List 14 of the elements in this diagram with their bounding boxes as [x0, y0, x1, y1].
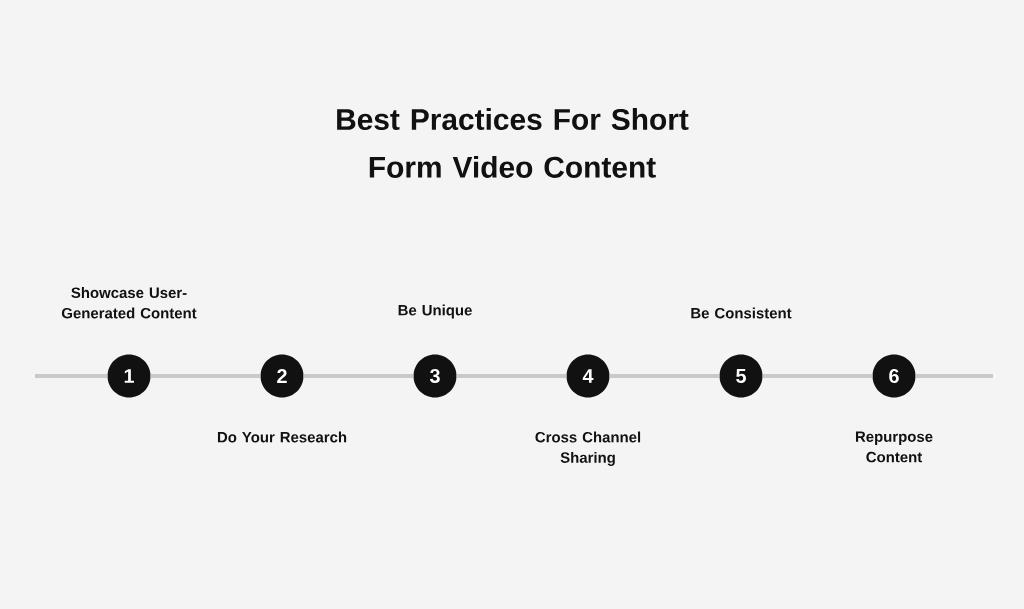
- connector-line: [35, 374, 108, 378]
- connector-line: [456, 374, 567, 378]
- connector-line: [762, 374, 873, 378]
- title: Best Practices For Short Form Video Content: [337, 108, 689, 178]
- connector-line: [609, 374, 720, 378]
- step-label: Be Unique: [398, 304, 472, 319]
- step-label: Repurpose Content: [856, 431, 933, 463]
- connector-line: [303, 374, 414, 378]
- step-label: Do Your Research: [217, 431, 347, 443]
- step-label: Cross Channel Sharing: [535, 431, 641, 466]
- step-label: Showcase User-Generated Content: [61, 287, 197, 319]
- connector-line: [150, 374, 261, 378]
- step-label: Be Consistent: [691, 307, 792, 319]
- connector-line: [915, 374, 993, 378]
